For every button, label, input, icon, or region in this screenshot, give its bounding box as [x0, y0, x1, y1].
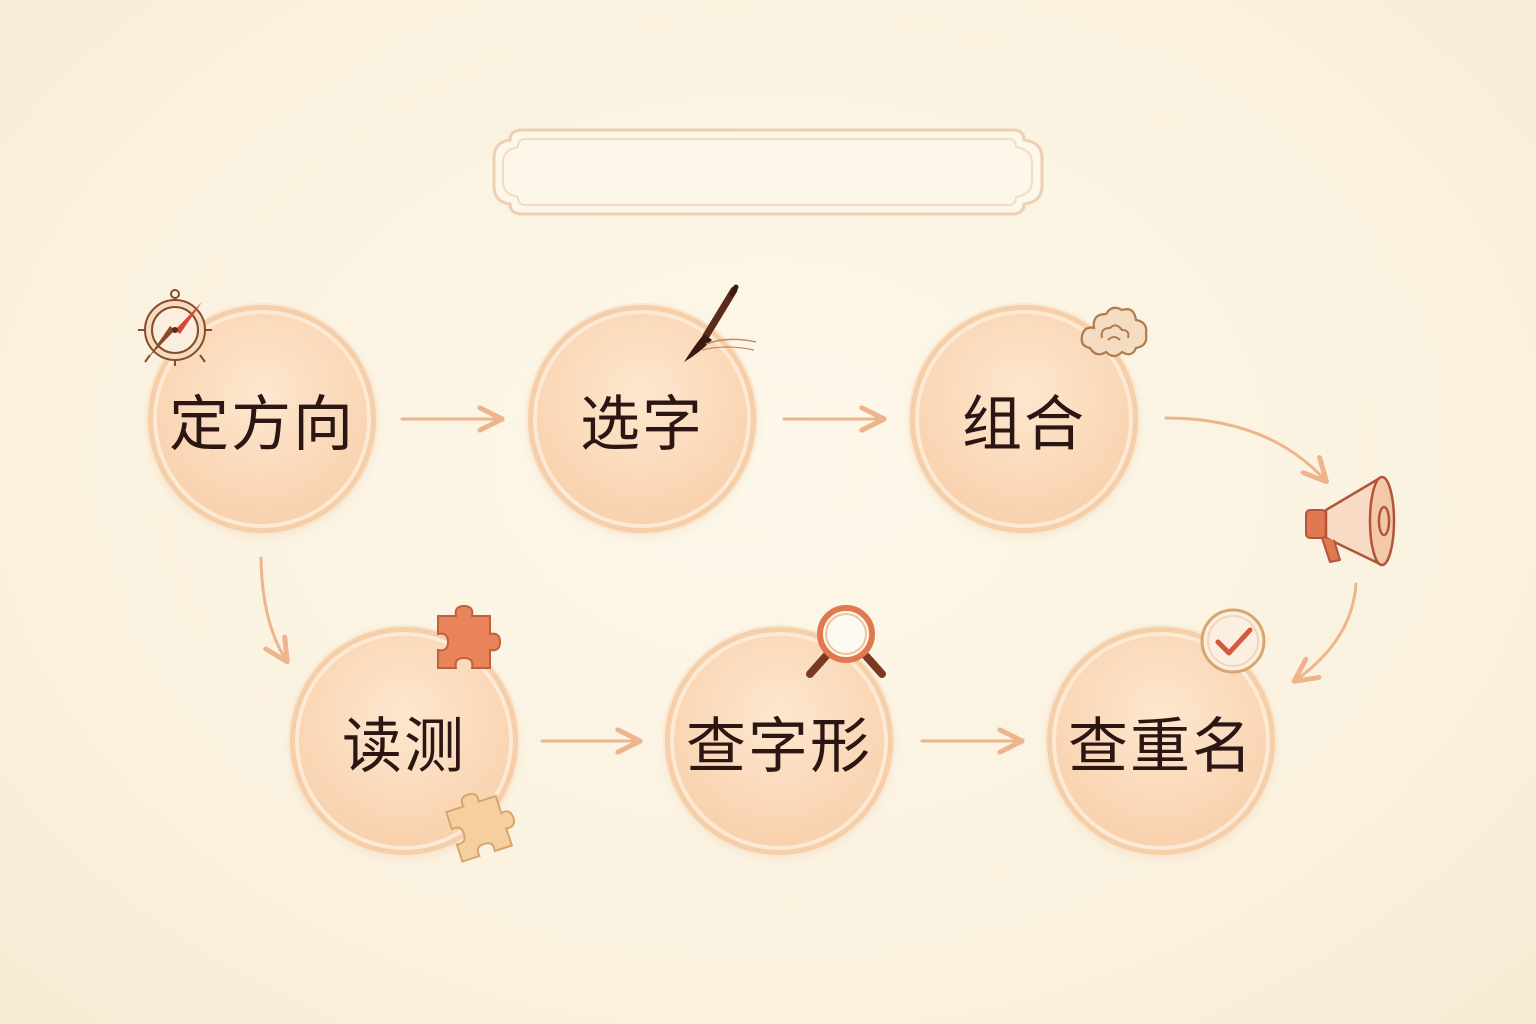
step-direction: 定方向 [148, 305, 376, 533]
step-label: 定方向 [169, 389, 355, 460]
title-banner-frame [492, 128, 1044, 216]
step-label: 读测 [342, 711, 466, 782]
step-label: 查重名 [1068, 711, 1254, 782]
step-label: 选字 [580, 389, 704, 460]
brush-icon [684, 284, 757, 362]
step-label: 查字形 [686, 711, 872, 782]
cloud-icon [1080, 306, 1148, 358]
arrow-combine-megaphone [1164, 416, 1325, 480]
check-icon [1200, 608, 1266, 674]
puzzle-icon [445, 792, 516, 863]
puzzle-icon [437, 604, 502, 669]
arrow-megaphone-checkdup [1296, 582, 1358, 680]
magnifier-icon [806, 605, 886, 678]
step-label: 组合 [962, 389, 1086, 460]
megaphone-icon [1305, 475, 1396, 567]
step-check-form: 查字形 [665, 627, 893, 855]
arrow-direction-readtest [259, 556, 286, 660]
step-select: 选字 [528, 305, 756, 533]
compass-icon [138, 289, 212, 366]
